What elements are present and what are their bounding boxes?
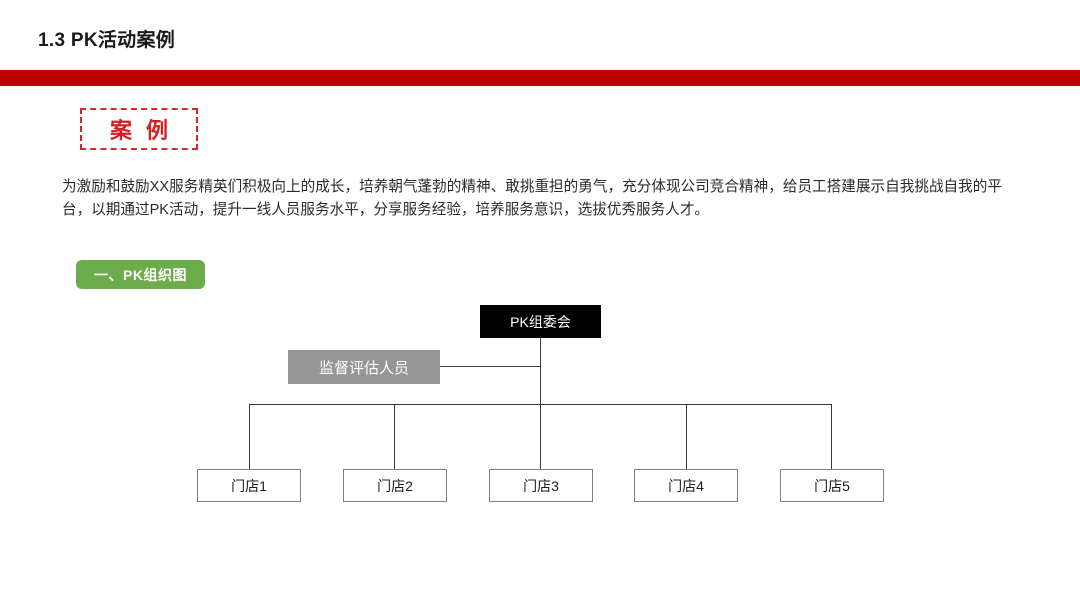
intro-paragraph: 为激励和鼓励XX服务精英们积极向上的成长，培养朝气蓬勃的精神、敢挑重担的勇气，充… xyxy=(62,179,1002,218)
connector-root-trunk xyxy=(540,338,542,405)
org-node-store-2: 门店2 xyxy=(343,469,447,502)
org-node-store-5: 门店5 xyxy=(780,469,884,502)
org-node-store-3: 门店3 xyxy=(489,469,593,502)
org-node-root: PK组委会 xyxy=(480,305,601,338)
org-node-store-4: 门店4 xyxy=(634,469,738,502)
header-accent-bar xyxy=(0,70,1080,86)
connector-drop-store-1 xyxy=(249,404,251,470)
org-node-supervisor: 监督评估人员 xyxy=(288,350,440,384)
connector-supervisor-link xyxy=(440,366,541,368)
page-title: 1.3 PK活动案例 xyxy=(38,30,176,51)
connector-drop-store-4 xyxy=(686,404,688,470)
section-pill-label: 一、PK组织图 xyxy=(94,266,187,283)
section-pill-org-chart: 一、PK组织图 xyxy=(76,260,205,289)
case-badge: 案 例 xyxy=(80,108,198,150)
case-badge-label: 案 例 xyxy=(109,118,173,143)
org-node-store-1: 门店1 xyxy=(197,469,301,502)
connector-drop-store-3 xyxy=(540,404,542,470)
connector-drop-store-2 xyxy=(394,404,396,470)
connector-drop-store-5 xyxy=(831,404,833,470)
